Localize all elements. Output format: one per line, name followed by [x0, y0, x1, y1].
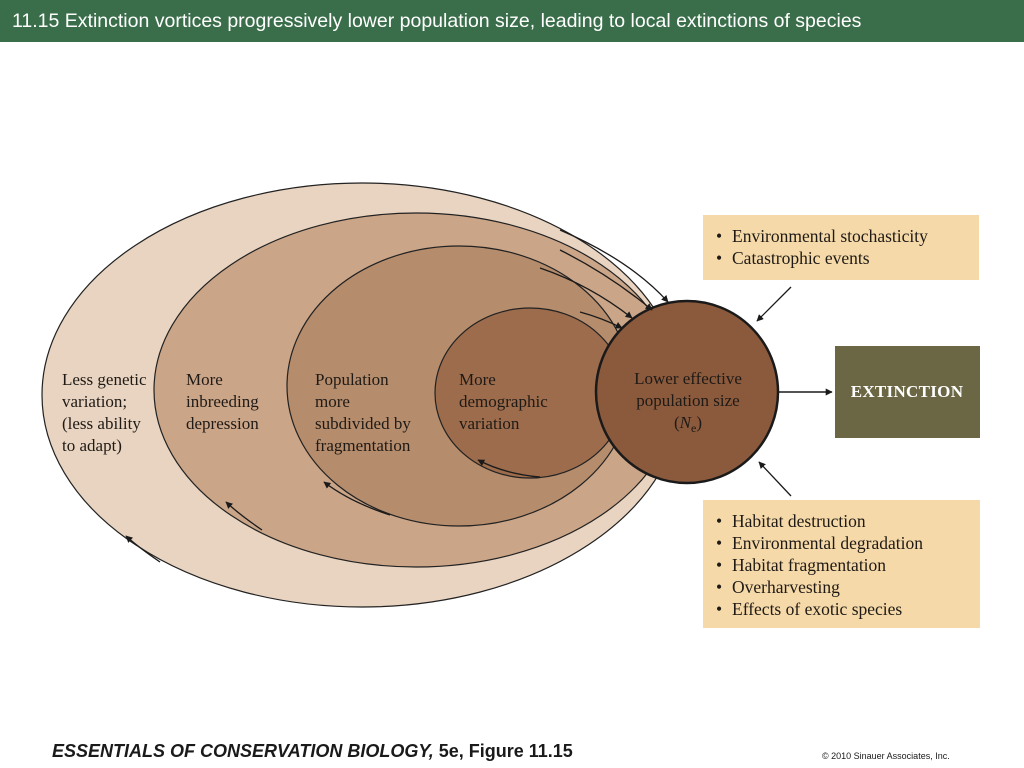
core-label-ne: (Ne): [674, 413, 702, 435]
factor-item: Environmental degradation: [732, 533, 923, 553]
factor-item: Habitat destruction: [732, 511, 866, 531]
stochastic-factors-list: • Environmental stochasticity • Catastro…: [716, 226, 932, 268]
extinction-box: [835, 346, 980, 438]
stochastic-factors-box: [703, 215, 979, 280]
factor-item: Effects of exotic species: [732, 599, 902, 619]
arrow-inbreeding-return: [225, 501, 263, 531]
ring-label-fragmentation: Population more subdivided by fragmentat…: [315, 370, 415, 455]
arrow-demographic-into-core: [579, 311, 623, 329]
bullet: •: [716, 226, 722, 246]
factor-item: Environmental stochasticity: [732, 226, 928, 246]
arrow-deterministic-to-core: [758, 461, 792, 497]
arrow-inbreeding-into-core: [559, 249, 653, 311]
footer-edition: 5e, Figure 11.15: [433, 741, 573, 761]
ring-label-line: More: [186, 370, 223, 389]
arrow-stochastic-to-core: [756, 286, 792, 322]
bullet: •: [716, 577, 722, 597]
arrow-fragmentation-return: [323, 481, 391, 516]
deterministic-factors-list: • Habitat destruction • Environmental de…: [716, 511, 927, 619]
core-label-line2: population size: [636, 391, 739, 410]
arrow-outer-return: [125, 535, 161, 563]
footer-book-title: ESSENTIALS OF CONSERVATION BIOLOGY,: [52, 741, 434, 761]
bullet: •: [716, 555, 722, 575]
deterministic-factors-box: [703, 500, 980, 628]
factor-item: Habitat fragmentation: [732, 555, 886, 575]
ring-label-line: demographic: [459, 392, 548, 411]
ring-label-line: to adapt): [62, 436, 122, 455]
bullet: •: [716, 533, 722, 553]
ne-close-paren: ): [696, 413, 702, 432]
ring-label-line: subdivided by: [315, 414, 411, 433]
ring-label-line: depression: [186, 414, 259, 433]
extinction-label: EXTINCTION: [851, 382, 964, 401]
ring-label-demographic: More demographic variation: [459, 370, 552, 433]
footer-copyright: © 2010 Sinauer Associates, Inc.: [822, 751, 950, 761]
footer-book-citation: ESSENTIALS OF CONSERVATION BIOLOGY, 5e, …: [52, 741, 573, 762]
arrow-demographic-return: [477, 459, 541, 478]
bullet: •: [716, 599, 722, 619]
ne-subscript: e: [691, 421, 696, 435]
ne-symbol: N: [679, 413, 693, 432]
ne-open-paren: (: [674, 413, 680, 432]
factor-item: Catastrophic events: [732, 248, 870, 268]
ring-label-line: Population: [315, 370, 389, 389]
factor-item: Overharvesting: [732, 577, 840, 597]
core-label-line1: Lower effective: [634, 369, 742, 388]
ring-label-line: variation;: [62, 392, 127, 411]
arrow-outer-into-core: [559, 229, 669, 303]
ring-label-line: Less genetic: [62, 370, 147, 389]
slide-title: 11.15 Extinction vortices progressively …: [0, 0, 1024, 42]
ring-label-inbreeding: More inbreeding depression: [186, 370, 263, 433]
ring-label-genetic: Less genetic variation; (less ability to…: [62, 370, 151, 455]
ring-label-line: More: [459, 370, 496, 389]
ring-label-line: (less ability: [62, 414, 141, 433]
ring-label-line: variation: [459, 414, 520, 433]
effective-population-core: [594, 299, 780, 485]
ring-label-line: fragmentation: [315, 436, 411, 455]
ring-label-line: more: [315, 392, 350, 411]
bullet: •: [716, 511, 722, 531]
arrow-fragmentation-into-core: [539, 267, 633, 319]
bullet: •: [716, 248, 722, 268]
ring-label-line: inbreeding: [186, 392, 259, 411]
